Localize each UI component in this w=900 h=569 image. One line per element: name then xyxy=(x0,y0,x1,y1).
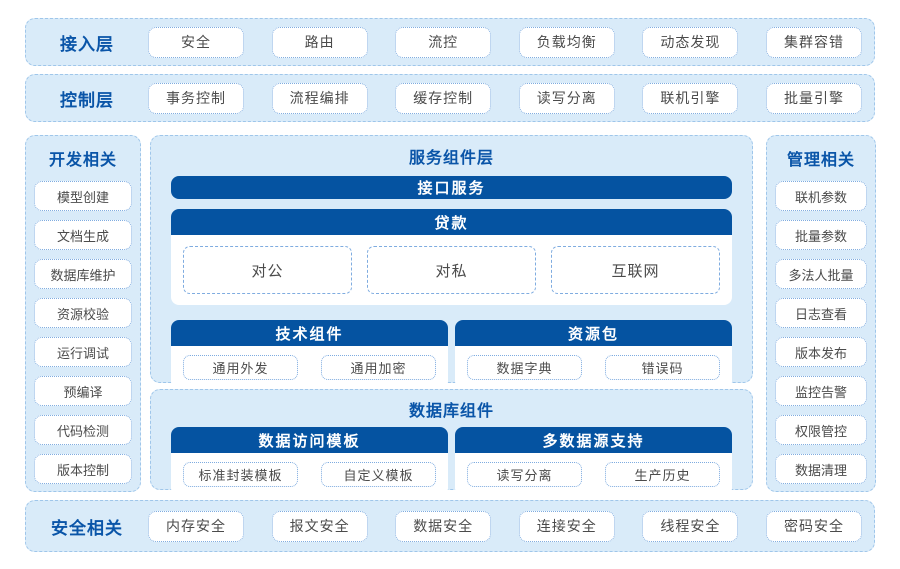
multi-datasource-body: 读写分离 生产历史 xyxy=(455,453,732,496)
loan-box-header: 贷款 xyxy=(171,209,732,235)
datasource-pill: 读写分离 xyxy=(467,462,582,487)
access-pill: 动态发现 xyxy=(642,26,739,58)
dev-pill: 数据库维护 xyxy=(34,259,132,289)
dev-pill: 预编译 xyxy=(34,376,132,406)
mgmt-pill: 权限管控 xyxy=(775,415,867,445)
security-layer-row: 安全相关 内存安全 报文安全 数据安全 连接安全 线程安全 密码安全 xyxy=(25,500,875,552)
control-pill: 事务控制 xyxy=(148,82,244,114)
data-access-template-box: 数据访问模板 标准封装模板 自定义模板 xyxy=(171,427,448,496)
service-components-panel: 服务组件层 接口服务 贷款 对公 对私 互联网 技术组件 通用外发 通用加密 资… xyxy=(150,135,753,389)
mgmt-pill: 联机参数 xyxy=(775,181,867,211)
access-layer-row: 接入层 安全 路由 流控 负载均衡 动态发现 集群容错 xyxy=(25,18,875,66)
resource-pill: 错误码 xyxy=(605,355,720,380)
service-panel-title: 服务组件层 xyxy=(408,150,494,167)
mgmt-pill: 日志查看 xyxy=(775,298,867,328)
access-pill: 集群容错 xyxy=(765,26,862,58)
tech-pill: 通用外发 xyxy=(183,355,298,380)
data-access-template-header: 数据访问模板 xyxy=(171,427,448,453)
resource-pack-header: 资源包 xyxy=(455,320,732,346)
multi-datasource-header: 多数据源支持 xyxy=(455,427,732,453)
mgmt-sidebar: 管理相关 联机参数 批量参数 多法人批量 日志查看 版本发布 监控告警 权限管控… xyxy=(766,135,876,492)
mgmt-pill: 批量参数 xyxy=(775,220,867,250)
mgmt-sidebar-title: 管理相关 xyxy=(786,152,855,169)
tech-components-body: 通用外发 通用加密 xyxy=(171,346,448,389)
dev-sidebar-title: 开发相关 xyxy=(48,152,117,169)
dev-pill: 模型创建 xyxy=(34,181,132,211)
mgmt-pill: 多法人批量 xyxy=(775,259,867,289)
control-pill: 批量引擎 xyxy=(765,82,862,114)
template-pill: 自定义模板 xyxy=(321,462,436,487)
security-pill: 内存安全 xyxy=(148,510,244,542)
security-layer-pills: 内存安全 报文安全 数据安全 连接安全 线程安全 密码安全 xyxy=(148,510,874,542)
interface-service-bar: 接口服务 xyxy=(171,176,732,199)
mgmt-pill: 数据清理 xyxy=(775,454,867,484)
template-pill: 标准封装模板 xyxy=(183,462,298,487)
security-pill: 连接安全 xyxy=(518,510,615,542)
db-panel-title: 数据库组件 xyxy=(408,403,494,420)
security-pill: 数据安全 xyxy=(395,510,492,542)
resource-pill: 数据字典 xyxy=(467,355,582,380)
db-subcomponents-row: 数据访问模板 标准封装模板 自定义模板 多数据源支持 读写分离 生产历史 xyxy=(171,427,732,496)
access-layer-pills: 安全 路由 流控 负载均衡 动态发现 集群容错 xyxy=(148,26,874,58)
control-layer-pills: 事务控制 流程编排 缓存控制 读写分离 联机引擎 批量引擎 xyxy=(148,82,874,114)
dev-pill: 资源校验 xyxy=(34,298,132,328)
control-pill: 联机引擎 xyxy=(642,82,739,114)
dev-sidebar: 开发相关 模型创建 文档生成 数据库维护 资源校验 运行调试 预编译 代码检测 … xyxy=(25,135,141,492)
multi-datasource-box: 多数据源支持 读写分离 生产历史 xyxy=(455,427,732,496)
dev-pill: 文档生成 xyxy=(34,220,132,250)
service-subcomponents-row: 技术组件 通用外发 通用加密 资源包 数据字典 错误码 xyxy=(171,320,732,389)
security-pill: 线程安全 xyxy=(642,510,739,542)
mgmt-pill: 版本发布 xyxy=(775,337,867,367)
loan-subbox: 对公 xyxy=(183,246,352,294)
tech-components-box: 技术组件 通用外发 通用加密 xyxy=(171,320,448,389)
security-layer-label: 安全相关 xyxy=(51,518,123,538)
control-layer-label: 控制层 xyxy=(60,90,114,110)
loan-subbox: 互联网 xyxy=(551,246,720,294)
access-pill: 流控 xyxy=(395,26,492,58)
loan-box: 贷款 对公 对私 互联网 xyxy=(171,209,732,305)
dev-pill: 版本控制 xyxy=(34,454,132,484)
control-layer-row: 控制层 事务控制 流程编排 缓存控制 读写分离 联机引擎 批量引擎 xyxy=(25,74,875,122)
access-pill: 安全 xyxy=(148,26,244,58)
data-access-template-body: 标准封装模板 自定义模板 xyxy=(171,453,448,496)
resource-pack-body: 数据字典 错误码 xyxy=(455,346,732,389)
datasource-pill: 生产历史 xyxy=(605,462,720,487)
database-components-panel: 数据库组件 数据访问模板 标准封装模板 自定义模板 多数据源支持 读写分离 生产… xyxy=(150,389,753,496)
access-pill: 负载均衡 xyxy=(518,26,615,58)
loan-subbox: 对私 xyxy=(367,246,536,294)
control-pill: 读写分离 xyxy=(518,82,615,114)
security-pill: 报文安全 xyxy=(271,510,368,542)
dev-pill: 代码检测 xyxy=(34,415,132,445)
access-layer-label: 接入层 xyxy=(60,34,114,54)
mgmt-pill: 监控告警 xyxy=(775,376,867,406)
security-pill: 密码安全 xyxy=(765,510,862,542)
tech-pill: 通用加密 xyxy=(321,355,436,380)
dev-pill: 运行调试 xyxy=(34,337,132,367)
tech-components-header: 技术组件 xyxy=(171,320,448,346)
control-pill: 流程编排 xyxy=(271,82,368,114)
access-pill: 路由 xyxy=(271,26,368,58)
loan-box-body: 对公 对私 互联网 xyxy=(171,235,732,305)
control-pill: 缓存控制 xyxy=(395,82,492,114)
resource-pack-box: 资源包 数据字典 错误码 xyxy=(455,320,732,389)
